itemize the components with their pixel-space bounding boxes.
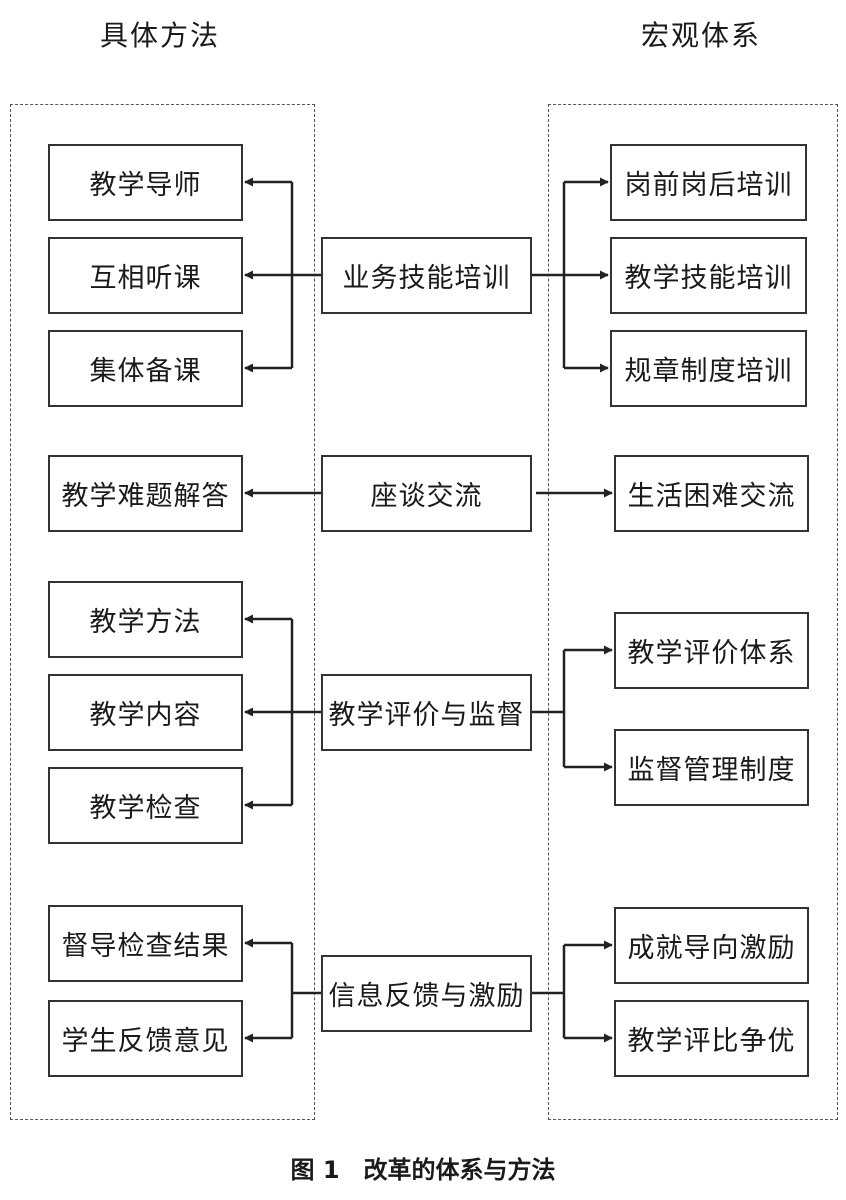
center-box-discussion-exchange: 座谈交流 — [321, 455, 532, 532]
right-box-teaching-skills-training: 教学技能培训 — [610, 237, 807, 314]
left-panel — [10, 104, 315, 1120]
right-box-regulations-training: 规章制度培训 — [610, 330, 807, 407]
connector-feedback-left-bus — [290, 943, 321, 1038]
left-box-teaching-mentor: 教学导师 — [48, 144, 243, 221]
figure-number: 图 1 — [290, 1156, 340, 1184]
left-box-teaching-content: 教学内容 — [48, 674, 243, 751]
right-panel — [548, 104, 838, 1120]
left-box-peer-observation: 互相听课 — [48, 237, 243, 314]
left-box-student-feedback: 学生反馈意见 — [48, 1000, 243, 1077]
right-box-supervision-management: 监督管理制度 — [614, 729, 809, 806]
center-box-feedback-incentive: 信息反馈与激励 — [321, 955, 532, 1032]
center-box-skills-training: 业务技能培训 — [321, 237, 532, 314]
figure-title: 改革的体系与方法 — [363, 1156, 556, 1184]
left-box-supervision-results: 督导检查结果 — [48, 905, 243, 982]
connector-evaluation-right-bus — [532, 650, 566, 767]
connector-skills-right-bus — [532, 182, 566, 368]
right-box-achievement-incentive: 成就导向激励 — [614, 907, 809, 984]
right-box-pre-post-job-training: 岗前岗后培训 — [610, 144, 807, 221]
right-box-teaching-competition: 教学评比争优 — [614, 1000, 809, 1077]
left-box-teaching-problem-answers: 教学难题解答 — [48, 455, 243, 532]
right-column-header: 宏观体系 — [641, 19, 762, 52]
connector-evaluation-left-bus — [290, 619, 321, 805]
center-box-evaluation-supervision: 教学评价与监督 — [321, 674, 532, 751]
left-box-group-lesson-prep: 集体备课 — [48, 330, 243, 407]
left-column-header: 具体方法 — [100, 19, 221, 52]
connector-feedback-right-bus — [532, 945, 566, 1038]
connector-skills-left-bus — [290, 182, 321, 368]
right-box-life-difficulty-exchange: 生活困难交流 — [614, 455, 809, 532]
left-box-teaching-inspection: 教学检查 — [48, 767, 243, 844]
figure-caption: 图 1 改革的体系与方法 — [0, 1150, 846, 1185]
right-box-evaluation-system: 教学评价体系 — [614, 612, 809, 689]
left-box-teaching-methods: 教学方法 — [48, 581, 243, 658]
